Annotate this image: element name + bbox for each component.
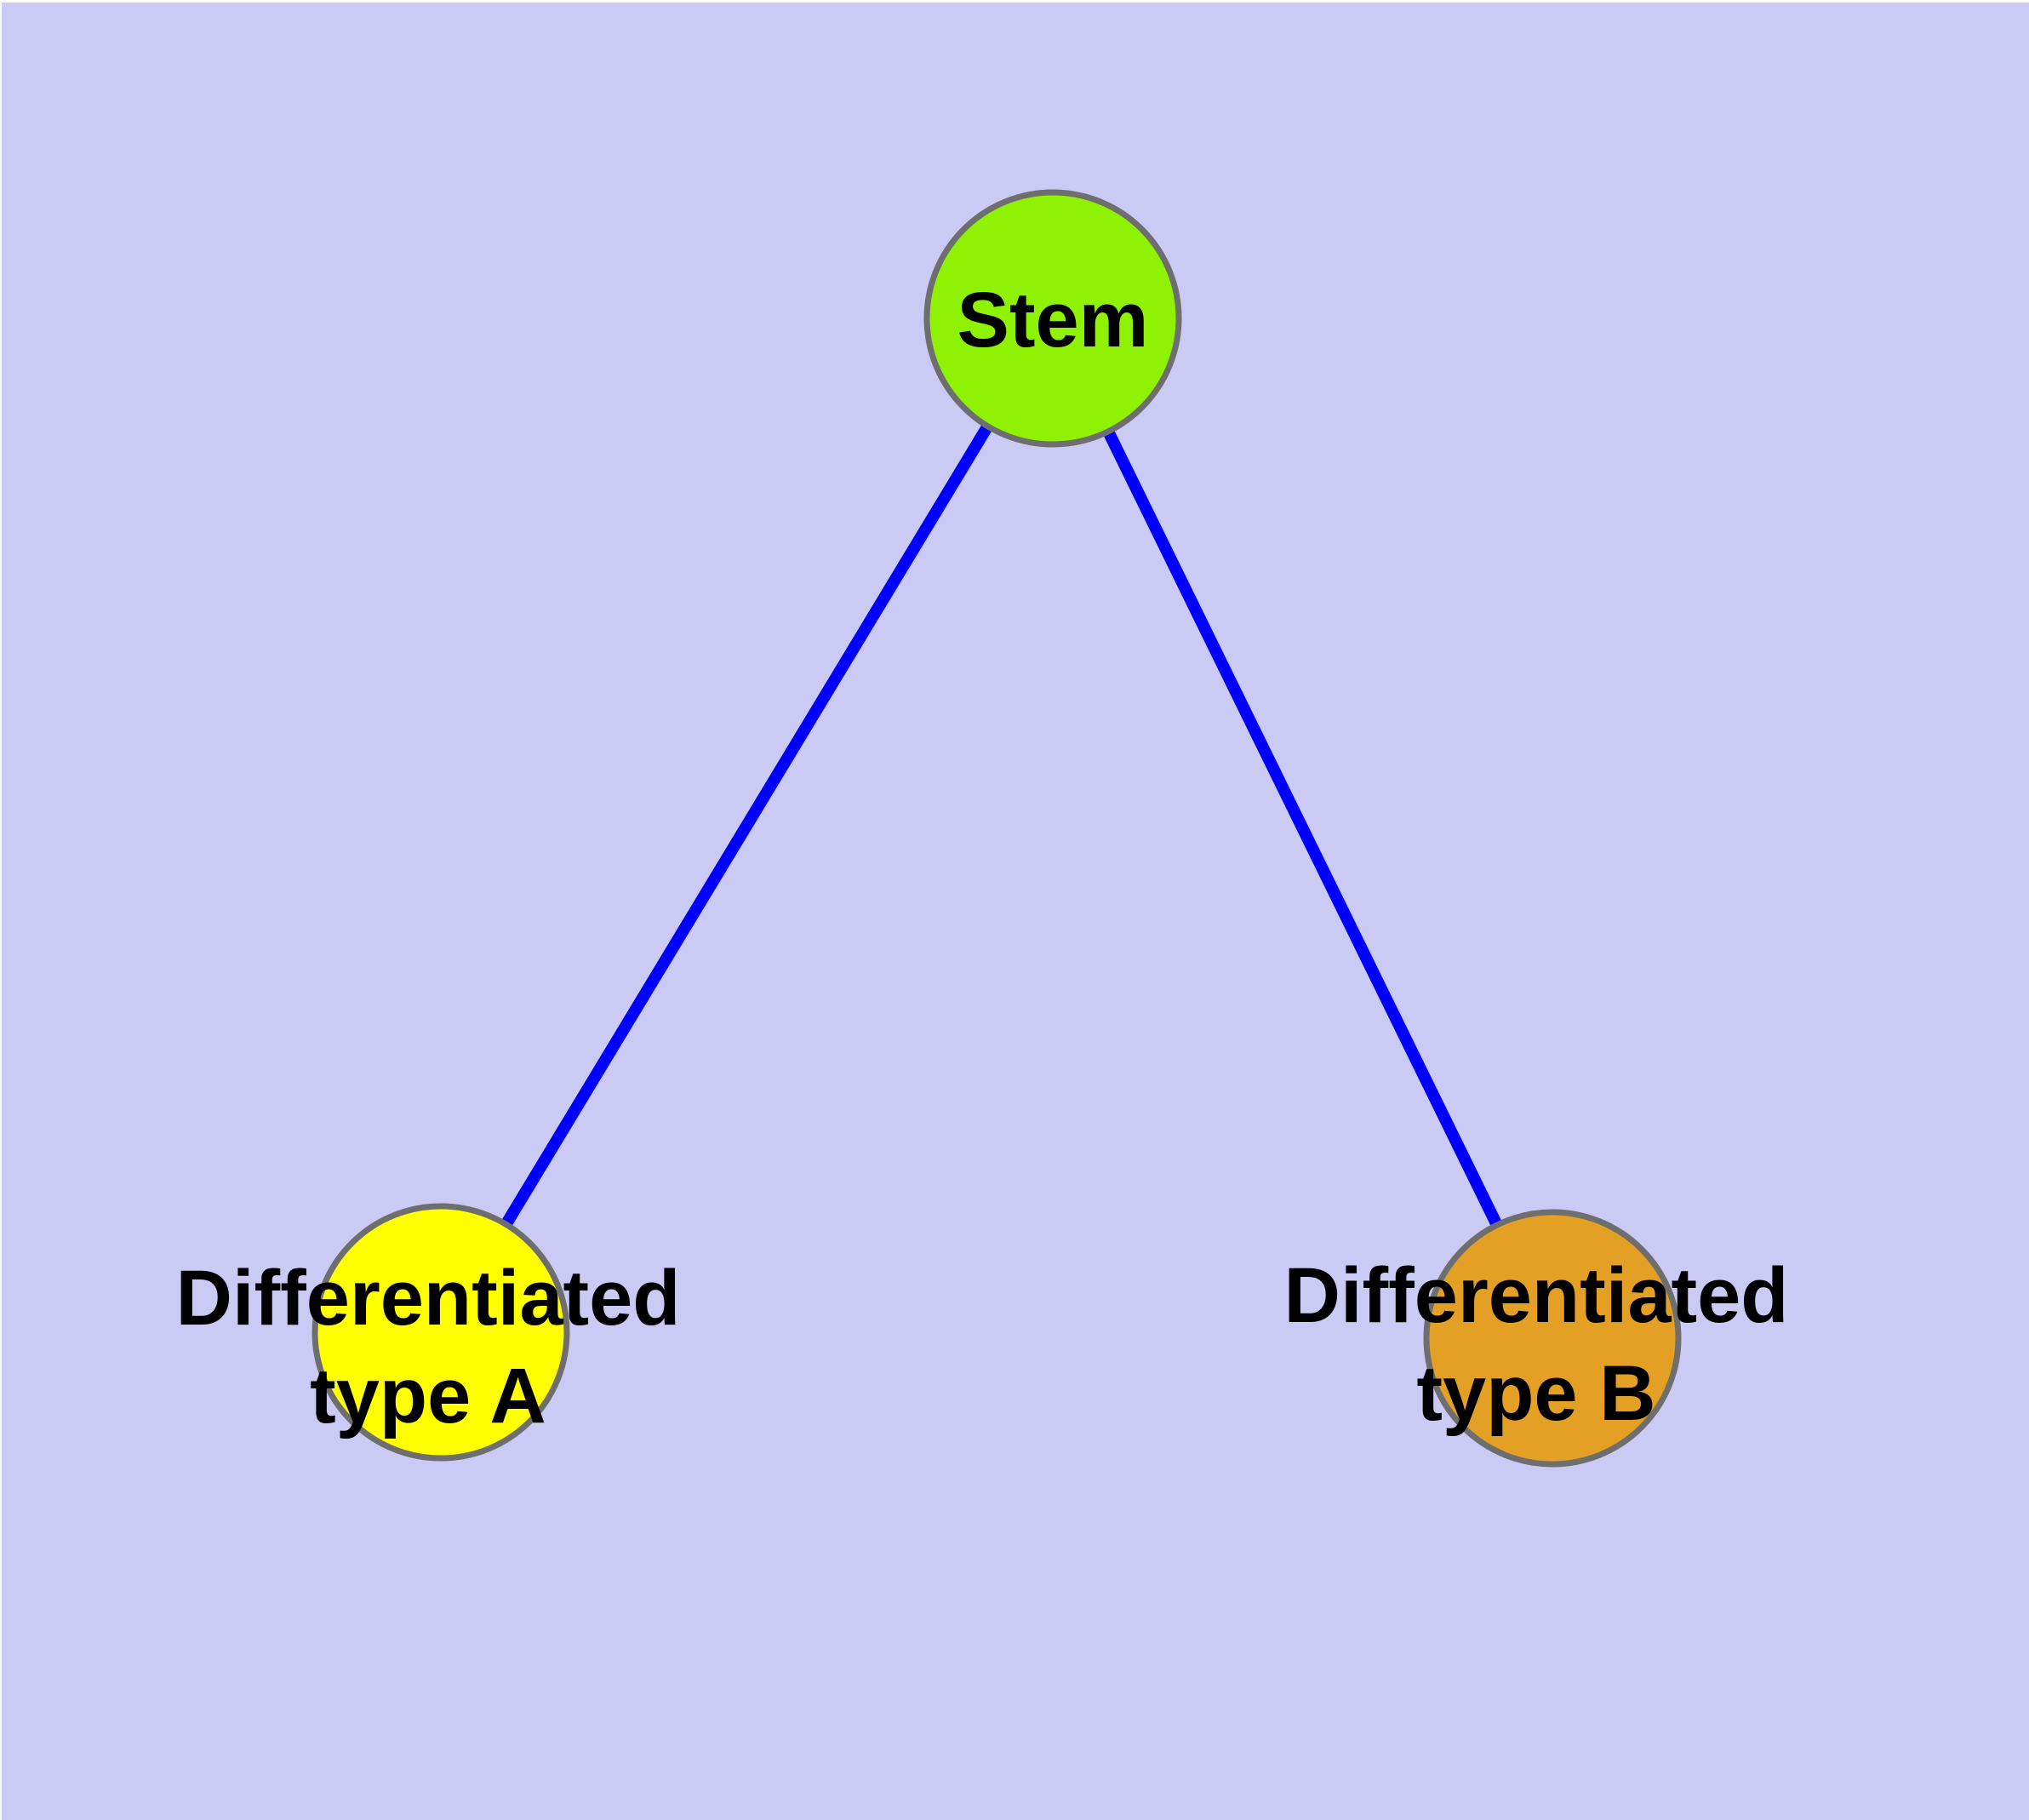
node-stem: Stem [923,189,1182,448]
type-b-node-label-line2: type B [1416,1350,1655,1437]
type-b-node-label-line1: Differentiated [1284,1252,1789,1339]
type-a-node-circle [311,1203,570,1462]
node-differentiated-type-a: Differentiated type A [176,1203,681,1462]
edge-stem-to-type-b [1047,315,1558,1342]
stem-node-circle [923,189,1182,448]
type-a-node-label-line2: type A [310,1353,546,1439]
type-b-node-circle [1423,1209,1682,1468]
stem-node-label: Stem [957,277,1149,363]
node-differentiated-type-b: Differentiated type B [1284,1209,1789,1468]
edge-stem-to-type-a [436,315,1058,1336]
type-a-node-label-line1: Differentiated [176,1255,681,1342]
